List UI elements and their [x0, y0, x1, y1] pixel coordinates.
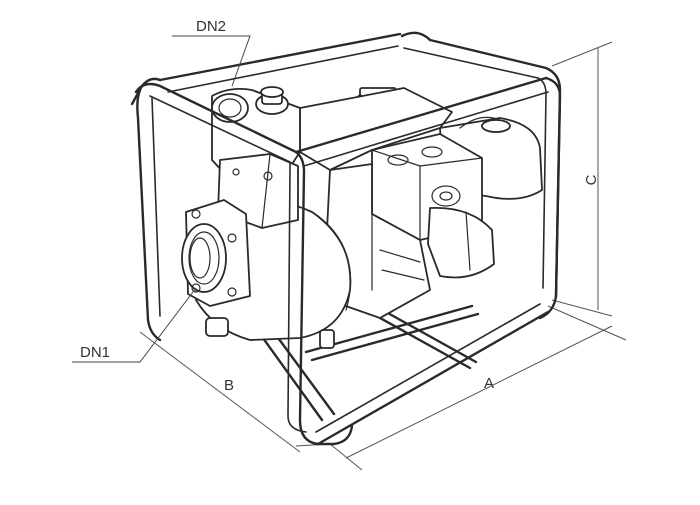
dim-b-label: B [224, 377, 234, 394]
dn1-label: DN1 [80, 344, 110, 361]
dn2-callout: DN2 [172, 18, 251, 87]
dimension-a [329, 305, 627, 471]
inlet-flange [181, 199, 251, 307]
front-frame [134, 76, 562, 446]
dim-c-label: C [583, 174, 600, 185]
dimension-c [551, 41, 613, 317]
dn1-callout: DN1 [72, 287, 197, 363]
engine [299, 87, 543, 319]
dn2-label: DN2 [196, 18, 226, 35]
dim-a-label: A [484, 375, 494, 392]
